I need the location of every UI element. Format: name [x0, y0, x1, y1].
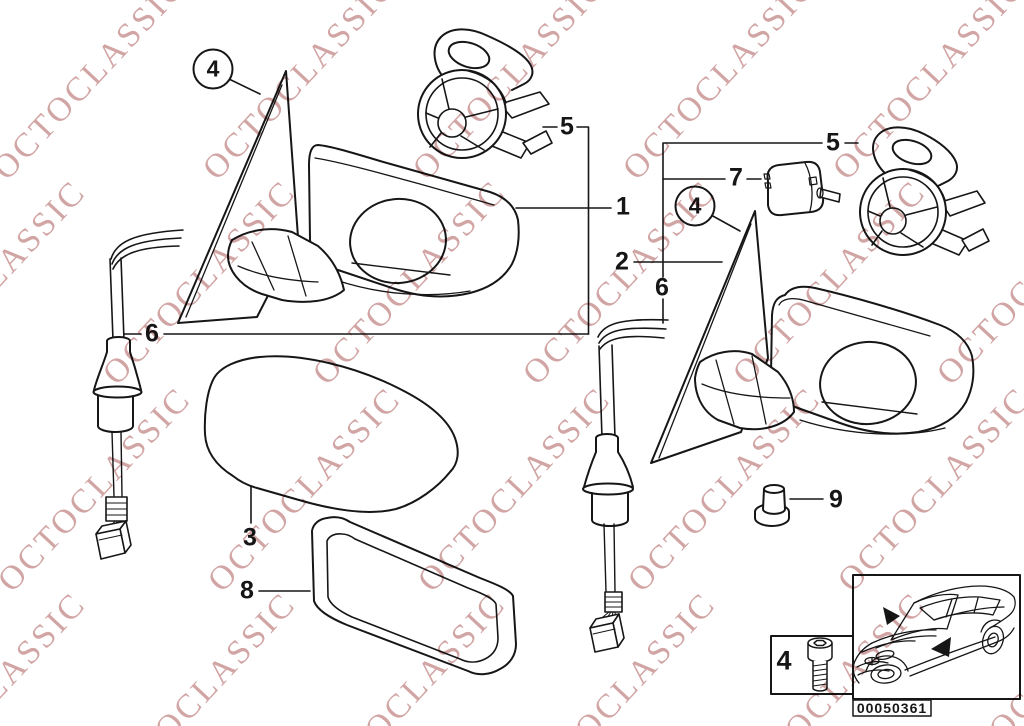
grommet: [754, 484, 790, 527]
mirror-housing-left: [308, 144, 520, 298]
car-illustration: [852, 585, 1016, 684]
part-number-label: 00050361: [856, 700, 928, 716]
leader-lines: [123, 78, 859, 592]
mirror-glass-3: [203, 355, 459, 513]
inset-screw-box: [770, 635, 854, 695]
mirror-drive-left: [417, 28, 553, 159]
screw-icon: [807, 637, 833, 692]
inset-car-box: [852, 574, 1021, 700]
mirror-housing-right: [770, 285, 975, 435]
mirror-location-arrow: [931, 637, 951, 657]
mirror-motor: [763, 160, 841, 217]
mirror-glass-8: [311, 516, 517, 676]
mirror-drive-right: [859, 126, 990, 256]
harness-right: [582, 318, 669, 653]
inset-screw-ref-label: 4: [776, 645, 792, 676]
mirror-foot-right: [694, 350, 795, 431]
mirror-foot-left: [227, 228, 345, 303]
harness-left: [92, 229, 184, 560]
part-number-box: [852, 699, 932, 717]
mirror-location-arrow: [883, 607, 900, 625]
